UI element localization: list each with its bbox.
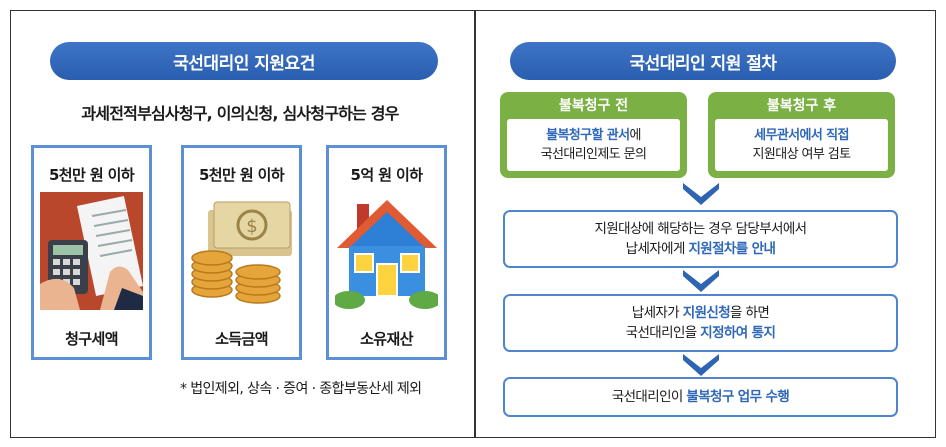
card-label: 소유재산 bbox=[360, 330, 413, 348]
before-appeal-head: 불복청구 전 bbox=[558, 98, 629, 114]
card-amount: 5억 원 이하 bbox=[350, 166, 423, 184]
after-line2: 지원대상 여부 검토 bbox=[752, 147, 852, 162]
exclusion-note: * 법인제외, 상속 · 증여 · 종합부동산세 제외 bbox=[180, 381, 422, 397]
card-label: 청구세액 bbox=[65, 330, 118, 348]
step3-blue: 불복청구 업무 수행 bbox=[686, 389, 790, 405]
before-line1-rest: 에 bbox=[629, 128, 642, 143]
after-appeal-box: 불복청구 후 세무관서에서 직접 지원대상 여부 검토 bbox=[708, 92, 895, 178]
step1-line2-pre: 납세자에게 bbox=[625, 241, 689, 257]
step2-line1-blue: 지원신청 bbox=[682, 305, 731, 321]
procedure-step-2: 납세자가 지원신청을 하면 국선대리인을 지정하여 통지 bbox=[503, 294, 898, 352]
step2-line1-pre: 납세자가 bbox=[631, 305, 683, 321]
step1-line1: 지원대상에 해당하는 경우 담당부서에서 bbox=[594, 221, 807, 237]
card-amount: 5천만 원 이하 bbox=[198, 166, 285, 184]
chevron-down-icon bbox=[683, 354, 719, 376]
panel-divider bbox=[474, 10, 476, 438]
svg-text:$: $ bbox=[246, 216, 257, 237]
requirements-title: 국선대리인 지원요건 bbox=[50, 42, 438, 80]
step3-pre: 국선대리인이 bbox=[611, 389, 687, 405]
step1-line2-blue: 지원절차를 안내 bbox=[688, 241, 776, 257]
money-coins-icon: $ bbox=[191, 201, 292, 304]
chevron-down-icon bbox=[683, 270, 719, 292]
card-label: 소득금액 bbox=[215, 330, 268, 348]
before-appeal-box: 불복청구 전 불복청구할 관서에 국선대리인제도 문의 bbox=[500, 92, 687, 178]
house-icon bbox=[335, 200, 438, 309]
after-appeal-head: 불복청구 후 bbox=[766, 98, 837, 114]
procedure-title: 국선대리인 지원 절차 bbox=[510, 42, 896, 80]
tax-calculation-icon bbox=[40, 192, 143, 310]
requirement-card-tax: 5천만 원 이하 청구세액 bbox=[31, 145, 152, 360]
outer-frame bbox=[10, 10, 936, 438]
after-appeal-body: 세무관서에서 직접 지원대상 여부 검토 bbox=[715, 119, 888, 171]
requirements-condition: 과세전적부심사청구, 이의신청, 심사청구하는 경우 bbox=[81, 104, 399, 123]
requirement-card-property: 5억 원 이하 소유재산 bbox=[326, 145, 447, 360]
chevron-down-icon bbox=[683, 183, 719, 205]
procedure-step-3: 국선대리인이 불복청구 업무 수행 bbox=[503, 377, 898, 417]
before-line2: 국선대리인제도 문의 bbox=[540, 147, 647, 162]
procedure-step-1: 지원대상에 해당하는 경우 담당부서에서 납세자에게 지원절차를 안내 bbox=[503, 210, 898, 268]
before-line1-blue: 불복청구할 관서 bbox=[546, 128, 630, 143]
step2-line2-blue: 지정하여 통지 bbox=[700, 325, 776, 341]
requirement-card-income: 5천만 원 이하 $ 소득금액 bbox=[181, 145, 302, 360]
before-appeal-body: 불복청구할 관서에 국선대리인제도 문의 bbox=[507, 119, 680, 171]
after-line1-blue: 세무관서에서 직접 bbox=[754, 128, 849, 143]
step2-line1-post: 을 하면 bbox=[730, 305, 770, 321]
step2-line2-pre: 국선대리인을 bbox=[625, 325, 701, 341]
card-amount: 5천만 원 이하 bbox=[48, 166, 135, 184]
